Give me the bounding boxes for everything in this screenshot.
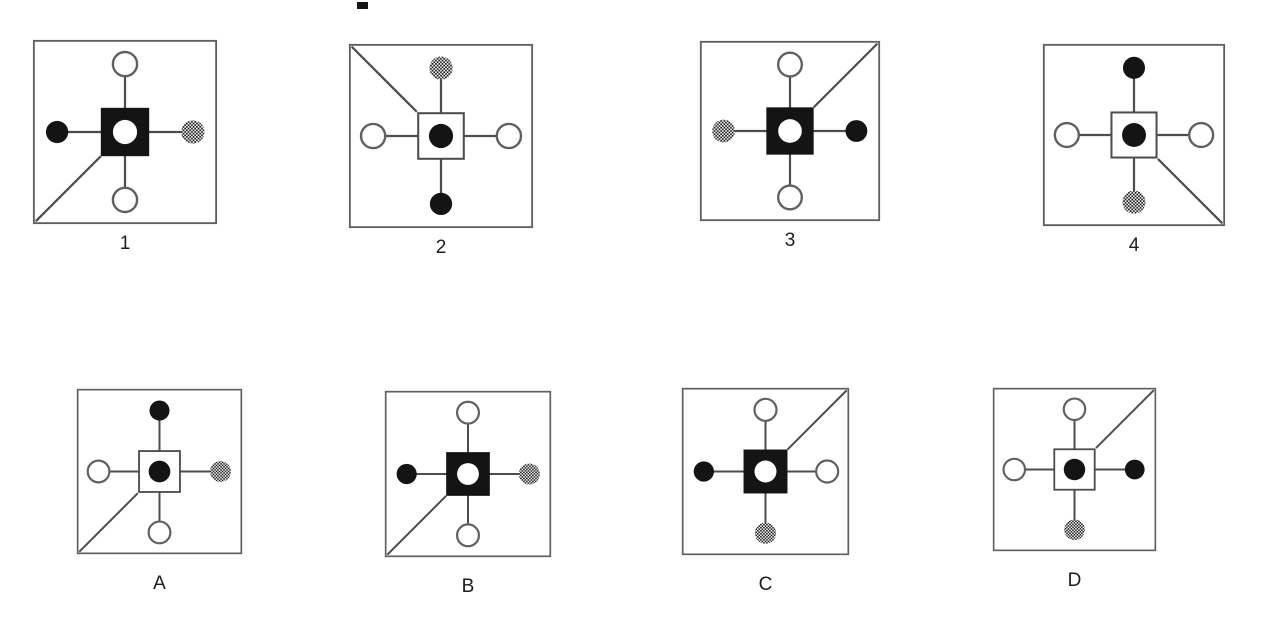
panel-1-label: 1 xyxy=(119,233,131,254)
panel-2-label: 2 xyxy=(435,237,447,258)
panel-3-label: 3 xyxy=(784,230,796,251)
option-b-figure xyxy=(384,390,552,558)
panel-3-figure xyxy=(699,40,881,222)
option-a-figure xyxy=(76,388,243,555)
option-d-label: D xyxy=(1067,570,1082,591)
panel-4-figure xyxy=(1042,43,1226,227)
panel-2-figure xyxy=(348,43,534,229)
option-b-label: B xyxy=(461,576,475,597)
answer-option-b[interactable]: B xyxy=(384,390,552,597)
panel-1-figure xyxy=(32,39,218,225)
option-a-label: A xyxy=(153,573,166,594)
answer-option-a[interactable]: A xyxy=(76,388,243,594)
answer-option-c[interactable]: C xyxy=(681,387,850,595)
puzzle-panel-1: 1 xyxy=(32,39,218,254)
option-c-label: C xyxy=(758,574,773,595)
puzzle-panel-4: 4 xyxy=(1042,43,1226,256)
panel-4-label: 4 xyxy=(1128,235,1140,256)
cropped-text-fragment xyxy=(357,2,368,9)
option-c-figure xyxy=(681,387,850,556)
option-d-figure xyxy=(992,387,1157,552)
answer-option-d[interactable]: D xyxy=(992,387,1157,591)
puzzle-panel-2: 2 xyxy=(348,43,534,258)
puzzle-panel-3: 3 xyxy=(699,40,881,251)
